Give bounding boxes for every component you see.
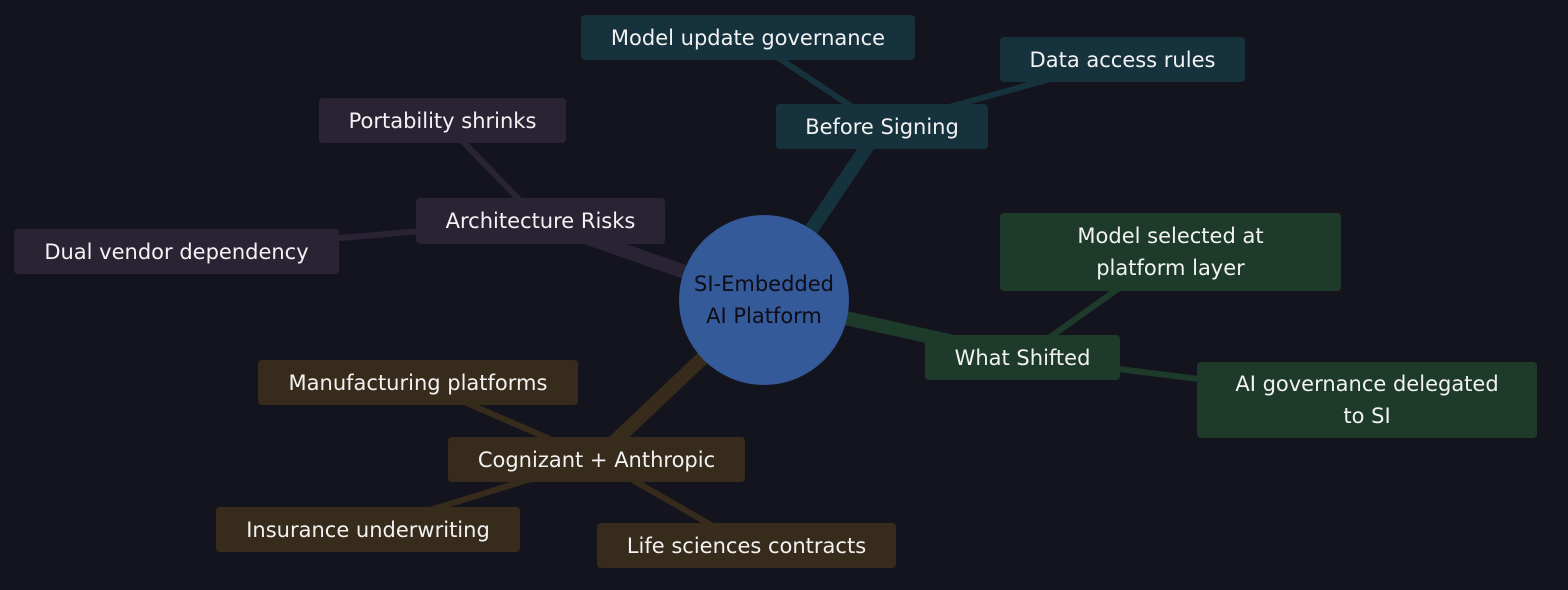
- leaf-manufacturing-platforms: Manufacturing platforms: [258, 360, 578, 405]
- branch-before-signing: Before Signing: [776, 104, 988, 149]
- leaf-dual-vendor-dependency: Dual vendor dependency: [14, 229, 339, 274]
- branch-architecture-risks: Architecture Risks: [416, 198, 665, 244]
- center-node: SI-Embedded AI Platform: [679, 215, 849, 385]
- leaf-model-selected-at-platform-layer: Model selected at platform layer: [1000, 213, 1341, 291]
- branch-what-shifted: What Shifted: [925, 335, 1120, 380]
- leaf-ai-governance-delegated-to-si: AI governance delegated to SI: [1197, 362, 1537, 438]
- leaf-model-update-governance: Model update governance: [581, 15, 915, 60]
- leaf-life-sciences-contracts: Life sciences contracts: [597, 523, 896, 568]
- leaf-portability-shrinks: Portability shrinks: [319, 98, 566, 143]
- leaf-data-access-rules: Data access rules: [1000, 37, 1245, 82]
- leaf-insurance-underwriting: Insurance underwriting: [216, 507, 520, 552]
- branch-cognizant-anthropic: Cognizant + Anthropic: [448, 437, 745, 482]
